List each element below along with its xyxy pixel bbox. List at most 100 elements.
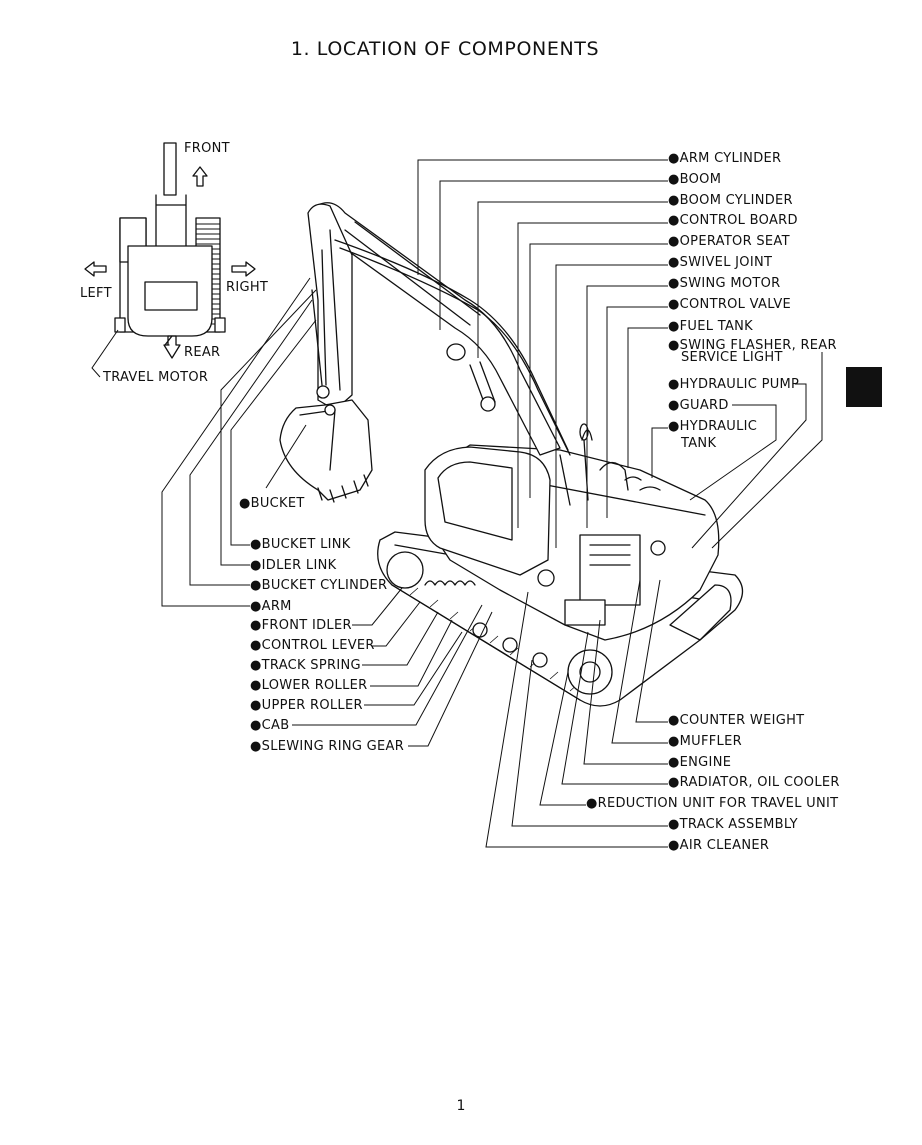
- label-swing-motor: ●SWING MOTOR: [668, 276, 780, 291]
- slewing-ring-gear-leader: [408, 611, 493, 747]
- label-bucket-link: ●BUCKET LINK: [250, 537, 351, 552]
- sprocket-shape: [567, 649, 613, 695]
- bucket-cylinder-shape: [311, 289, 323, 386]
- boom-leader: [439, 180, 668, 330]
- label-operator-seat: ●OPERATOR SEAT: [668, 234, 790, 249]
- travel-motor-label: TRAVEL MOTOR: [102, 370, 208, 385]
- engine-leader: [583, 619, 668, 765]
- bucket-teeth: [317, 474, 369, 503]
- label-bucket-cylinder: ●BUCKET CYLINDER: [250, 578, 387, 593]
- arm-leader: [161, 277, 311, 607]
- right-arrow-icon: [231, 261, 256, 277]
- label-muffler: ●MUFFLER: [668, 734, 742, 749]
- swing-flasher-leader: [711, 352, 823, 549]
- bucket-cylinder-leader: [189, 299, 313, 586]
- labels-left: ●BUCKET ●BUCKET LINK ●IDLER LINK ●BUCKET…: [239, 496, 404, 754]
- labels-bottom: ●COUNTER WEIGHT ●MUFFLER ●ENGINE ●RADIAT…: [586, 713, 840, 853]
- boom-cylinder-leader: [477, 201, 668, 358]
- front-label: FRONT: [184, 141, 230, 156]
- page-title: 1. LOCATION OF COMPONENTS: [290, 38, 600, 60]
- bucket-leader: [265, 424, 307, 489]
- label-control-valve: ●CONTROL VALVE: [668, 297, 791, 312]
- label-boom-cylinder: ●BOOM CYLINDER: [668, 193, 793, 208]
- air-cleaner-leader: [485, 591, 668, 848]
- label-counter-weight: ●COUNTER WEIGHT: [668, 713, 804, 728]
- control-lever-leader: [372, 601, 421, 647]
- idler-link-leader: [220, 289, 317, 566]
- inset-boom: [155, 194, 187, 247]
- label-engine: ●ENGINE: [668, 755, 731, 770]
- guard-leader: [689, 404, 777, 501]
- bucket-link-leader: [230, 319, 317, 546]
- left-label: LEFT: [80, 286, 112, 301]
- track-assembly-leader: [511, 659, 668, 827]
- upper-roller-leader: [364, 631, 463, 706]
- label-front-idler: ●FRONT IDLER: [250, 618, 352, 633]
- label-hydraulic: ●HYDRAULIC: [668, 419, 757, 434]
- excavator-drawing: [279, 202, 744, 707]
- fuel-tank-leader: [627, 327, 668, 468]
- front-idler-shape: [386, 551, 424, 589]
- boom-cylinder-shape: [469, 361, 496, 406]
- label-guard: ●GUARD: [668, 398, 729, 413]
- orientation-inset: FRONT REAR LEFT RIGHT TRAVEL MOTOR: [80, 141, 268, 385]
- page-number: 1: [456, 1098, 466, 1114]
- cab-window: [437, 461, 513, 541]
- label-idler-link: ●IDLER LINK: [250, 558, 337, 573]
- arm-cylinder-leader: [417, 159, 668, 275]
- control-valve-leader: [606, 306, 668, 518]
- labels-right: ●ARM CYLINDER ●BOOM ●BOOM CYLINDER ●CONT…: [668, 151, 837, 451]
- label-control-board: ●CONTROL BOARD: [668, 213, 798, 228]
- hydraulic-pump-leader: [691, 383, 807, 549]
- hydraulic-tank-leader: [651, 427, 668, 478]
- label-bucket: ●BUCKET: [239, 496, 305, 511]
- inset-arm: [163, 142, 177, 196]
- track-spring-shape: [424, 580, 476, 586]
- track-spring-leader: [362, 611, 439, 666]
- front-idler-leader: [352, 587, 403, 626]
- left-arrow-icon: [84, 261, 107, 277]
- label-slewing-ring-gear: ●SLEWING RING GEAR: [250, 739, 404, 754]
- label-upper-roller: ●UPPER ROLLER: [250, 698, 363, 713]
- right-label: RIGHT: [226, 280, 268, 295]
- label-track-spring: ●TRACK SPRING: [250, 658, 361, 673]
- label-control-lever: ●CONTROL LEVER: [250, 638, 375, 653]
- control-board-leader: [517, 222, 668, 528]
- leader-lines: [161, 159, 823, 848]
- rear-arrow-icon: [163, 335, 181, 359]
- muffler-leader: [611, 579, 668, 744]
- label-tank: TANK: [680, 436, 716, 451]
- cab-leader: [292, 604, 483, 726]
- counter-weight-leader: [635, 579, 668, 723]
- inset-travel-motor-left: [114, 317, 126, 333]
- engine-shape: [579, 534, 641, 606]
- label-arm: ●ARM: [250, 599, 292, 614]
- lower-roller-leader: [370, 619, 453, 687]
- travel-motor-leader: [91, 329, 119, 378]
- radiator-leader: [561, 631, 668, 785]
- bucket-shape: [279, 399, 373, 501]
- label-lower-roller: ●LOWER ROLLER: [250, 678, 368, 693]
- label-boom: ●BOOM: [668, 172, 721, 187]
- reduction-unit-leader: [539, 671, 586, 806]
- label-reduction-unit: ●REDUCTION UNIT FOR TRAVEL UNIT: [586, 796, 838, 811]
- label-swivel-joint: ●SWIVEL JOINT: [668, 255, 772, 270]
- label-fuel-tank: ●FUEL TANK: [668, 319, 753, 334]
- label-swing-flasher: ●SWING FLASHER, REAR: [668, 338, 837, 353]
- label-hydraulic-pump: ●HYDRAULIC PUMP: [668, 377, 799, 392]
- label-track-assembly: ●TRACK ASSEMBLY: [668, 817, 798, 832]
- label-radiator-oil-cooler: ●RADIATOR, OIL COOLER: [668, 775, 840, 790]
- operator-seat-leader: [529, 243, 668, 498]
- swivel-joint-leader: [555, 264, 668, 548]
- rear-label: REAR: [184, 345, 220, 360]
- label-cab: ●CAB: [250, 718, 289, 733]
- inset-engine-hood: [144, 281, 198, 311]
- label-service-light: SERVICE LIGHT: [681, 350, 783, 365]
- swing-motor-leader: [586, 285, 668, 528]
- section-tab-marker: [846, 367, 882, 407]
- label-air-cleaner: ●AIR CLEANER: [668, 838, 769, 853]
- front-arrow-icon: [192, 166, 208, 187]
- cab-shape: [424, 446, 551, 576]
- label-arm-cylinder: ●ARM CYLINDER: [668, 151, 781, 166]
